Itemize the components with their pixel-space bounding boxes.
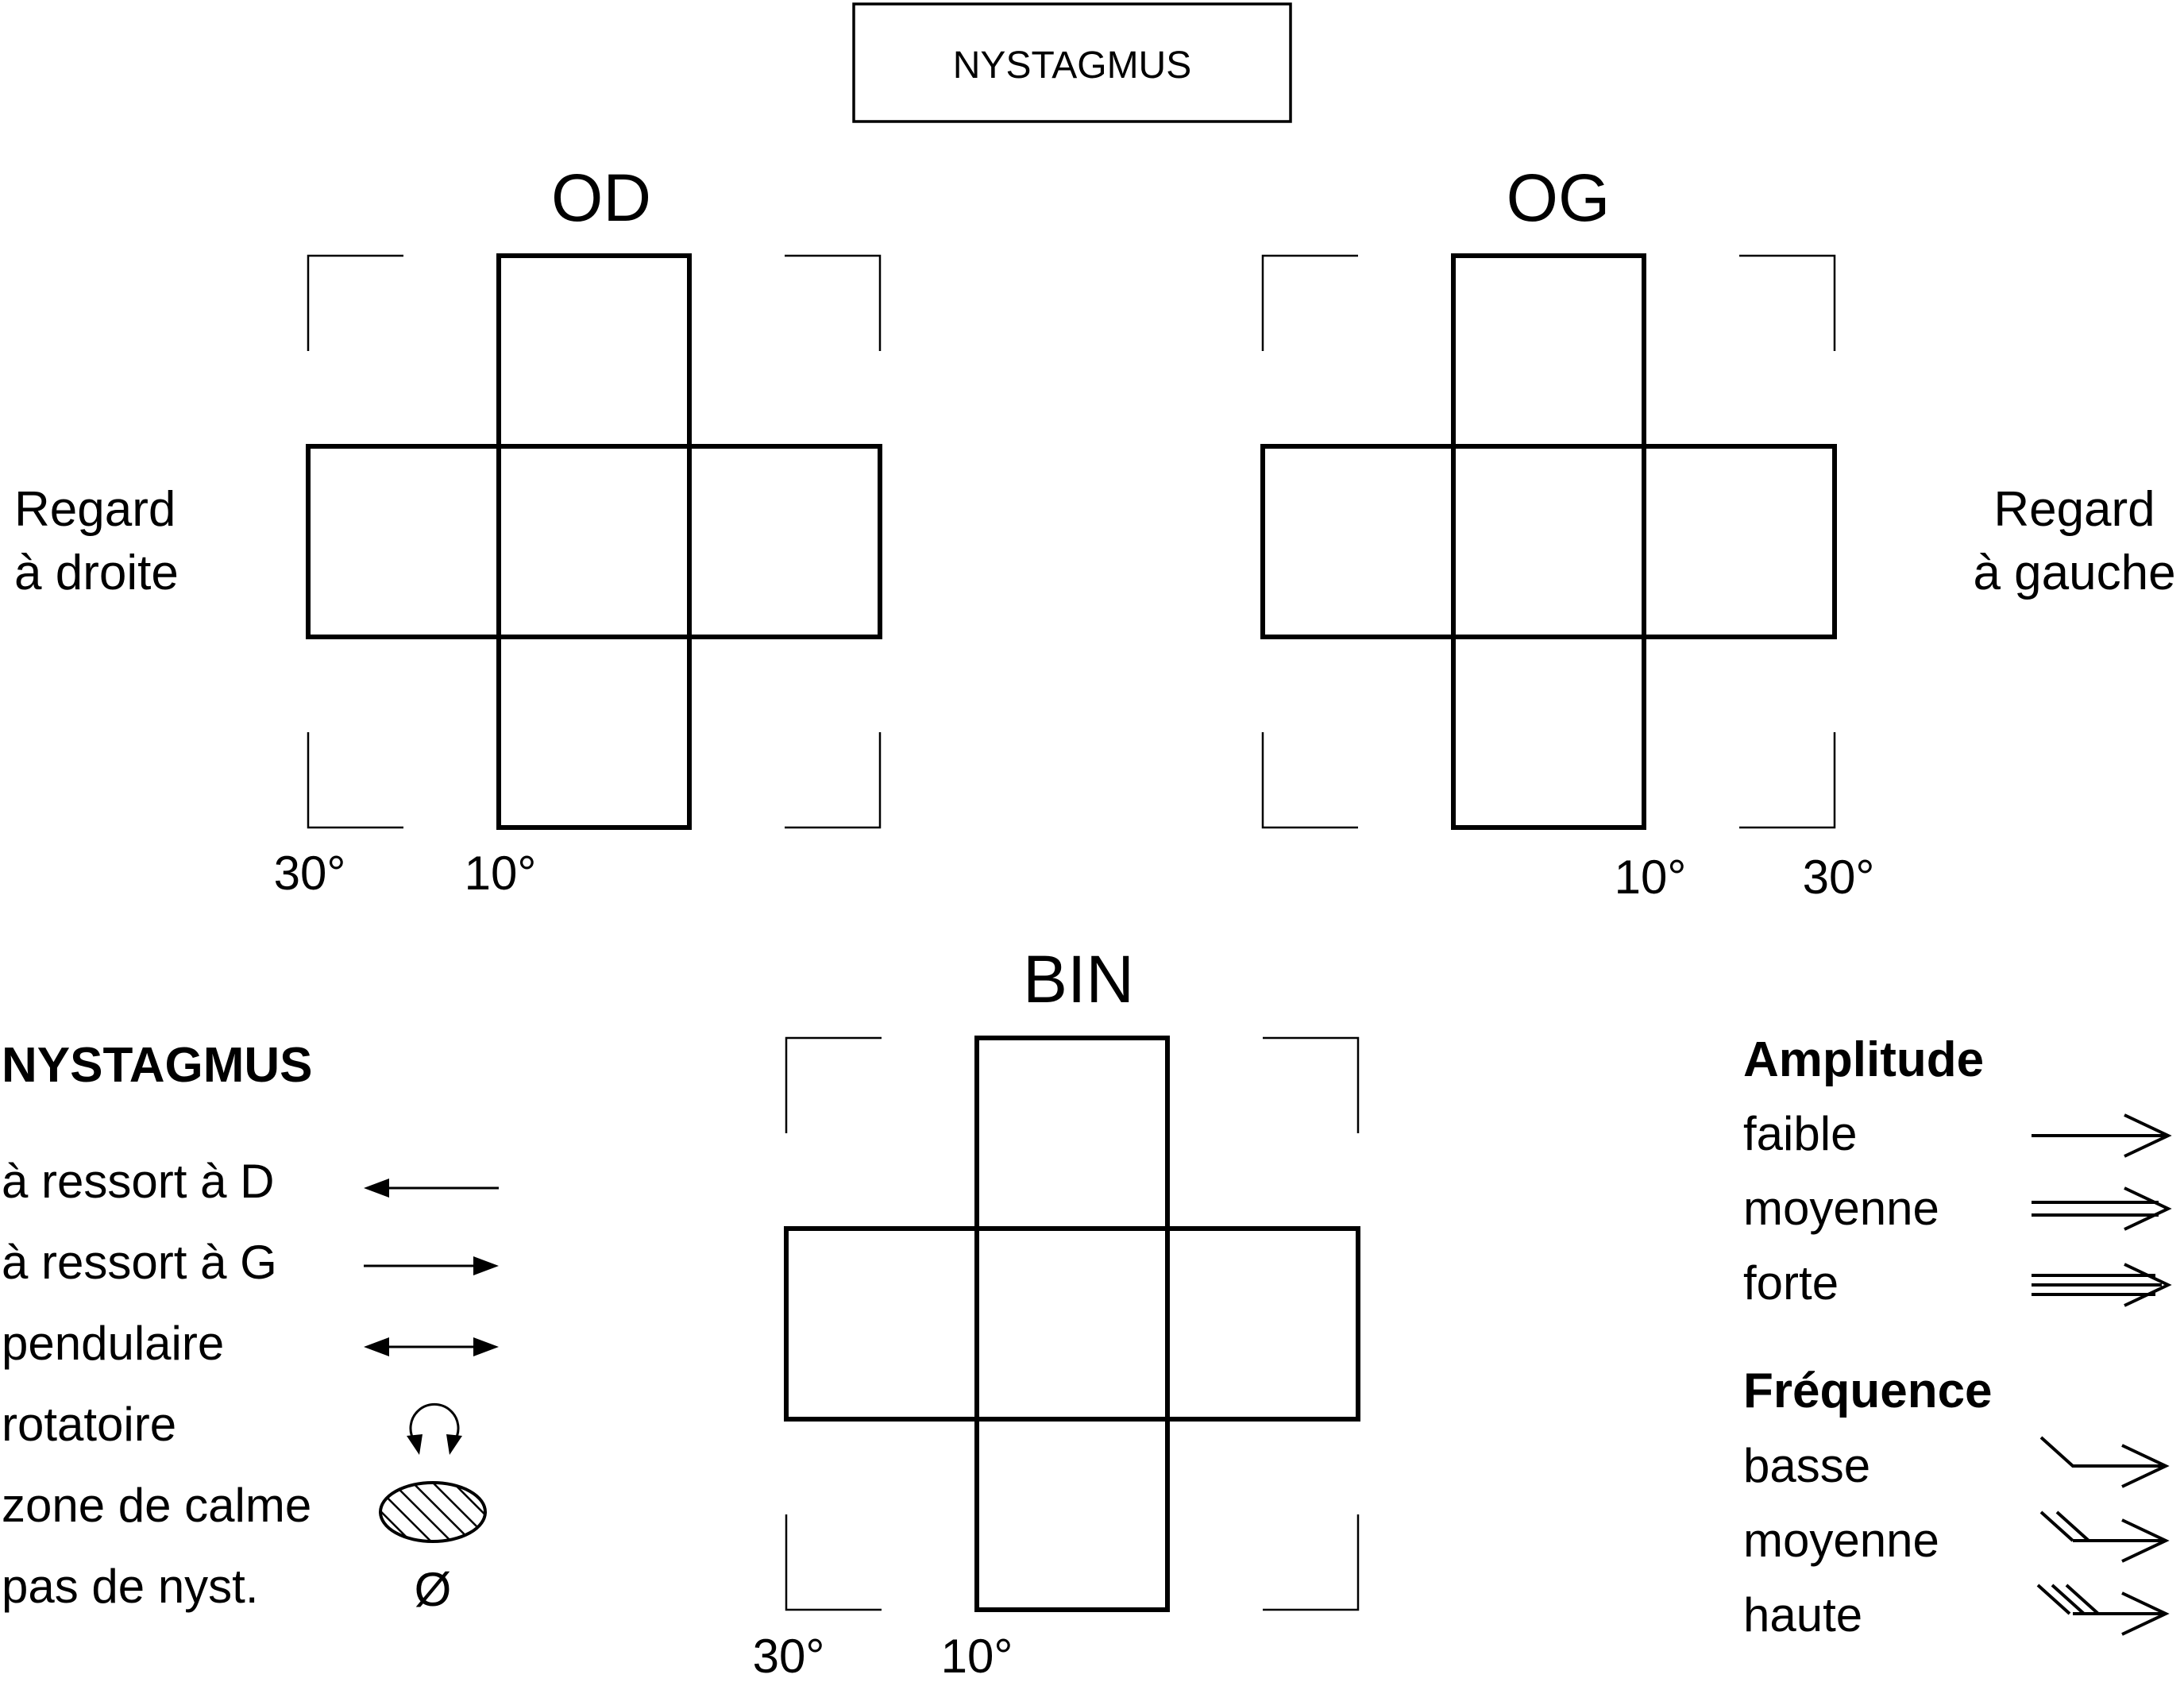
chart-og: OG 10° 30° Regard à gauche [1260,160,2176,904]
legend-type-heading: NYSTAGMUS [2,1038,313,1093]
cross-grid-bin [784,1036,1360,1612]
legend-amplitude: Amplitude faible moyenne forte [1743,1032,2172,1310]
legend-type-label: à ressort à G [2,1236,277,1289]
side-label-od-line1: Regard [14,482,176,537]
legend-frequence-label: basse [1743,1439,1870,1492]
two-tail-arrow-icon [2039,1510,2170,1563]
one-tail-arrow-icon [2039,1436,2170,1488]
arrow-left-icon [364,1179,499,1198]
legend-type: NYSTAGMUS à ressort à D à ressort à G pe… [2,1038,499,1616]
degree-inner-od: 10° [465,847,537,900]
legend-frequence-heading: Fréquence [1743,1364,1993,1418]
degree-inner-bin: 10° [941,1630,1013,1682]
triple-line-arrow-icon [2032,1263,2172,1307]
chart-od: OD 30° 10° Regard à droite [14,160,882,900]
cross-grid-od [306,253,882,830]
degree-outer-od: 30° [274,847,346,900]
chart-label-od: OD [551,160,651,235]
corner-brackets-od [307,254,882,829]
chart-bin: BIN 30° 10° [753,942,1360,1682]
corner-brackets-og [1261,254,1836,829]
legend-type-label: à ressort à D [2,1155,274,1208]
degree-inner-og: 10° [1615,851,1687,904]
legend-amplitude-heading: Amplitude [1743,1032,1984,1087]
single-line-arrow-icon [2032,1113,2172,1158]
degree-outer-og: 30° [1803,851,1875,904]
empty-set-icon: Ø [415,1563,452,1616]
legend-frequence-label: haute [1743,1588,1862,1641]
legend-frequence: Fréquence basse moyenne haute [1743,1364,2170,1641]
legend-amplitude-label: moyenne [1743,1182,1939,1235]
corner-brackets-bin [785,1036,1360,1611]
title-text: NYSTAGMUS [953,44,1191,87]
legend-type-label: pendulaire [2,1317,224,1370]
side-label-og-line2: à gauche [1973,546,2175,600]
legend-frequence-label: moyenne [1743,1514,1939,1567]
degree-outer-bin: 30° [753,1630,825,1682]
three-tail-arrow-icon [2036,1584,2170,1636]
rotation-icon [407,1402,462,1455]
arrow-right-icon [364,1256,499,1275]
side-label-od-line2: à droite [14,546,179,600]
chart-label-bin: BIN [1023,942,1134,1017]
double-line-arrow-icon [2032,1186,2172,1231]
legend-type-label: rotatoire [2,1398,176,1451]
legend-amplitude-label: faible [1743,1107,1857,1160]
side-label-og-line1: Regard [1993,482,2155,537]
legend-type-label: pas de nyst. [2,1560,259,1613]
legend-amplitude-label: forte [1743,1256,1839,1310]
double-arrow-icon [364,1337,499,1356]
legend-type-label: zone de calme [2,1479,311,1532]
title-box: NYSTAGMUS [852,2,1292,123]
hatched-ellipse-icon [379,1481,487,1543]
cross-grid-og [1260,253,1837,830]
chart-label-og: OG [1507,160,1611,235]
